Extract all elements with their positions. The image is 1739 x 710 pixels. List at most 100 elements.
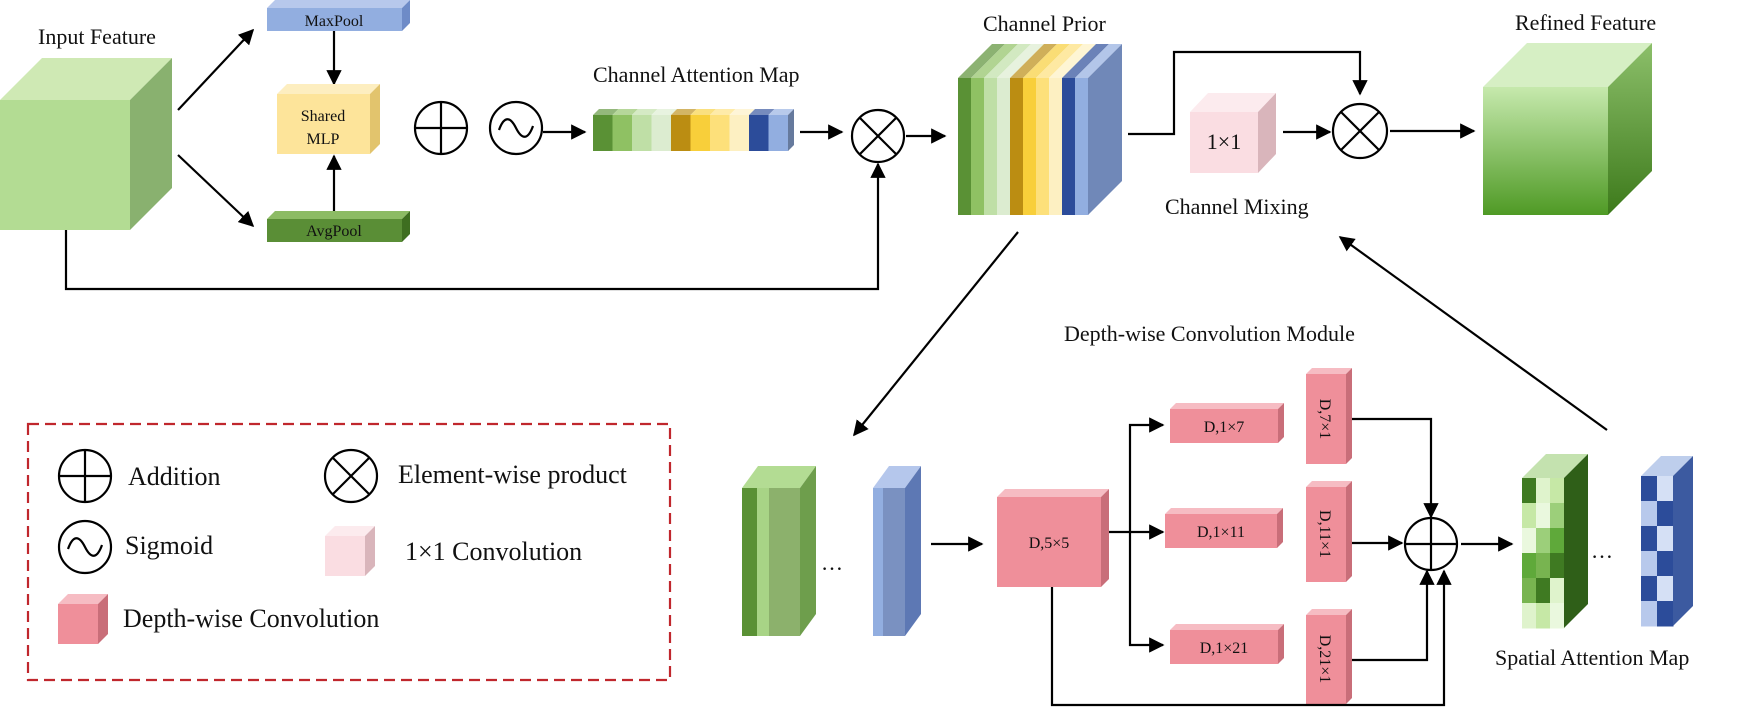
prior-strip-top <box>1010 44 1057 78</box>
cam-strip <box>710 115 730 151</box>
legend-conv1x1-label: 1×1 Convolution <box>405 537 582 566</box>
avgpool-block: AvgPool <box>267 211 410 242</box>
d11x1-block: D,11×1 <box>1306 481 1352 582</box>
element-wise-product-icon-top <box>850 108 906 164</box>
cam-strip-top <box>651 109 677 115</box>
cam-strip <box>749 115 769 151</box>
cam-strip-top <box>671 109 697 115</box>
cam-strip-top <box>749 109 775 115</box>
legend-addition-label: Addition <box>128 462 220 491</box>
attention-top <box>1522 454 1588 478</box>
attention-cell <box>1522 603 1537 629</box>
prior-strip-top <box>984 44 1031 78</box>
d7x1-block: D,7×1 <box>1306 368 1352 464</box>
cam-strip-top <box>768 109 794 115</box>
channel-prior-block <box>958 44 1122 215</box>
prior-strip-top <box>1036 44 1083 78</box>
d1x11-block: D,1×11 <box>1165 508 1283 548</box>
attention-cell <box>1641 551 1658 577</box>
attention-cell <box>1641 476 1658 502</box>
prior-strip-top <box>1023 44 1070 78</box>
arrow-d7x1-to-sum <box>1352 417 1439 519</box>
refined-feature-cube <box>1483 43 1652 215</box>
skip-connection-input <box>64 162 886 291</box>
conv1x1-cube: 1×1 <box>1190 93 1276 173</box>
d1x21-block: D,1×21 <box>1170 624 1284 664</box>
d1x11-label: D,1×11 <box>1197 524 1245 541</box>
prior-strip-top <box>997 44 1044 78</box>
spatial-attention-green <box>1522 454 1588 629</box>
prior-strip-top <box>1049 44 1096 78</box>
prior-strip <box>1075 78 1089 215</box>
legend-conv1x1-icon <box>325 526 375 576</box>
attention-cell <box>1522 503 1537 529</box>
feature-slice-green <box>742 466 816 636</box>
shared-mlp-label-1: Shared <box>301 108 345 125</box>
attention-top <box>1641 456 1693 476</box>
shared-mlp-label-2: MLP <box>307 131 340 148</box>
attention-cell <box>1522 578 1537 604</box>
attention-side <box>1564 454 1588 628</box>
arrow-prior-to-product <box>1128 50 1368 136</box>
spatial-ellipsis: … <box>1591 538 1613 563</box>
prior-strip <box>997 78 1011 215</box>
attention-side <box>1673 456 1693 626</box>
attention-cell <box>1657 601 1674 627</box>
channel-attention-map-label: Channel Attention Map <box>593 62 800 87</box>
legend-addition-icon <box>57 448 113 504</box>
d11x1-label: D,11×1 <box>1316 510 1333 558</box>
attention-cell <box>1550 578 1565 604</box>
channel-attention-map <box>593 109 794 151</box>
prior-strip <box>1023 78 1037 215</box>
attention-cell <box>1641 576 1658 602</box>
attention-cell <box>1550 478 1565 504</box>
cam-strip <box>632 115 652 151</box>
sigmoid-icon <box>488 100 544 156</box>
attention-cell <box>1536 553 1551 579</box>
attention-cell <box>1536 478 1551 504</box>
d1x7-label: D,1×7 <box>1204 419 1245 436</box>
d21x1-block: D,21×1 <box>1306 609 1352 704</box>
d5x5-label: D,5×5 <box>1029 535 1070 552</box>
attention-cell <box>1641 601 1658 627</box>
prior-strip-top <box>1075 44 1122 78</box>
prior-strip <box>971 78 985 215</box>
prior-strip <box>958 78 972 215</box>
prior-strip <box>1010 78 1024 215</box>
legend-box <box>26 422 672 682</box>
attention-cell <box>1550 603 1565 629</box>
legend-sigmoid-label: Sigmoid <box>125 531 213 560</box>
attention-cell <box>1536 528 1551 554</box>
legend-depthwise-label: Depth-wise Convolution <box>123 604 379 633</box>
cam-strip-top <box>612 109 638 115</box>
conv1x1-label: 1×1 <box>1207 129 1241 154</box>
avgpool-label: AvgPool <box>306 223 362 240</box>
maxpool-block: MaxPool <box>267 0 410 31</box>
arrow-spatial-to-product <box>1338 236 1608 431</box>
cam-strip-top <box>729 109 755 115</box>
attention-cell <box>1550 553 1565 579</box>
spatial-attention-blue <box>1641 456 1693 627</box>
element-wise-product-icon-right <box>1331 102 1389 160</box>
d5x5-block: D,5×5 <box>997 489 1109 587</box>
arrow-to-avgpool <box>177 154 255 228</box>
attention-cell <box>1657 551 1674 577</box>
cam-strip-top <box>710 109 736 115</box>
arrow-prior-to-slices <box>853 231 1019 437</box>
input-feature-cube <box>0 58 172 230</box>
attention-cell <box>1657 526 1674 552</box>
attention-cell <box>1657 576 1674 602</box>
arrow-d5-to-d1x7 <box>1128 417 1165 532</box>
arrow-to-maxpool <box>177 28 255 111</box>
d1x7-block: D,1×7 <box>1170 403 1284 443</box>
cam-strip <box>671 115 691 151</box>
attention-cell <box>1641 501 1658 527</box>
d21x1-label: D,21×1 <box>1316 635 1333 684</box>
cam-strip <box>690 115 711 151</box>
attention-cell <box>1522 553 1537 579</box>
legend-depthwise-icon <box>58 594 108 644</box>
prior-strip-top <box>971 44 1018 78</box>
feature-slice-blue <box>873 466 921 636</box>
arrow-d5-skip-to-sum <box>1050 569 1452 707</box>
